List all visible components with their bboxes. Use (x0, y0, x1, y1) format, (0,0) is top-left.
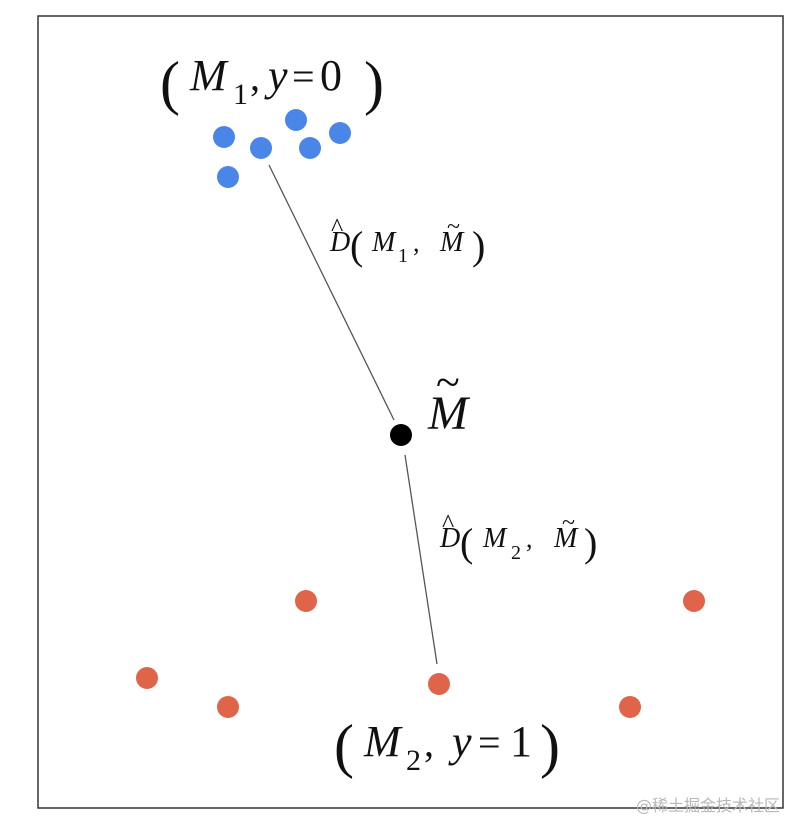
svg-text:(: ( (460, 520, 473, 565)
svg-text:): ) (584, 520, 597, 565)
distance2-symbol: M (482, 523, 508, 554)
svg-text:): ) (540, 713, 560, 779)
group1-point (217, 166, 239, 188)
distance1-subscript: 1 (398, 245, 408, 267)
diagram-frame (37, 15, 784, 809)
distance2-separator: , (526, 524, 533, 553)
center-point (390, 424, 412, 446)
svg-text:): ) (472, 223, 485, 268)
group1-label: ( M 1 , y = 0 ) (160, 50, 384, 116)
center-label-accent: ~ (436, 358, 460, 407)
group2-point (683, 590, 705, 612)
svg-text:): ) (364, 50, 384, 116)
group2-label-subscript: 2 (406, 744, 421, 777)
group2-label-equals: = (478, 720, 501, 765)
group2-label-symbol: M (363, 717, 403, 766)
group2-point (136, 667, 158, 689)
distance2-func: D (439, 523, 460, 554)
group1-label-variable: y (264, 51, 288, 100)
group2-label-variable: y (448, 717, 472, 766)
group1-point (329, 122, 351, 144)
svg-text:(: ( (334, 713, 354, 779)
group2-label-separator: , (424, 720, 434, 765)
group1-label-symbol: M (189, 51, 229, 100)
group2-label-value: 1 (510, 717, 532, 766)
svg-text:(: ( (160, 50, 180, 116)
group1-label-equals: = (292, 54, 315, 99)
connector-line-center-group2 (404, 454, 438, 665)
group1-point (285, 109, 307, 131)
distance2-func-accent: ^ (442, 509, 454, 538)
group1-points (213, 109, 351, 188)
distance1-symbol2-accent: ~ (447, 214, 460, 240)
group1-point (213, 126, 235, 148)
distance1-symbol2: M (439, 227, 465, 258)
group2-point (217, 696, 239, 718)
svg-text:(: ( (350, 223, 363, 268)
distance2-symbol2: M (553, 523, 579, 554)
group2-label: ( M 2 , y = 1 ) (334, 713, 560, 779)
distance1-func-accent: ^ (331, 213, 343, 242)
group2-point (295, 590, 317, 612)
group1-point (299, 137, 321, 159)
group1-label-value: 0 (320, 51, 342, 100)
group1-label-subscript: 1 (233, 78, 248, 111)
distance2-subscript: 2 (511, 542, 521, 564)
distance1-symbol: M (371, 227, 397, 258)
group1-label-separator: , (250, 54, 260, 99)
watermark-text: @稀土掘金技术社区 (636, 796, 780, 815)
group2-points (136, 590, 705, 718)
group1-point (250, 137, 272, 159)
distance1-separator: , (413, 228, 420, 257)
center-label: ~ M (427, 358, 471, 440)
group2-point (428, 673, 450, 695)
distance2-symbol2-accent: ~ (562, 510, 575, 536)
distance2-label: ^ D ( M 2 , ~ M ) (439, 509, 597, 565)
distance1-label: ^ D ( M 1 , ~ M ) (329, 213, 485, 268)
connector-line-group1-center (268, 164, 395, 421)
center-label-symbol: M (427, 387, 471, 440)
distance1-func: D (329, 227, 350, 258)
group2-point (619, 696, 641, 718)
